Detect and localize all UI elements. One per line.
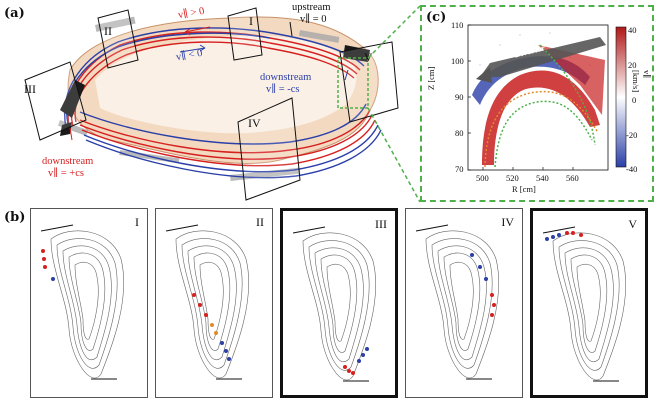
panel-num-II: II bbox=[256, 215, 264, 229]
panel-c-frame bbox=[420, 5, 654, 202]
downstream-left-title: downstream bbox=[42, 156, 94, 167]
x-axis-label: R [cm] bbox=[512, 184, 536, 194]
panel-a-label: (a) bbox=[4, 6, 25, 21]
section-label-IV: IV bbox=[248, 116, 261, 130]
poincare-panel-IV: IV bbox=[405, 208, 523, 398]
panel-num-I: I bbox=[135, 215, 139, 229]
y-axis-label: Z [cm] bbox=[426, 66, 436, 90]
cbar-tick-0: 0 bbox=[632, 95, 637, 105]
ytick-90: 90 bbox=[455, 92, 464, 102]
section-label-I: I bbox=[249, 14, 253, 28]
poincare-panel-I: I bbox=[30, 208, 148, 398]
ytick-70: 70 bbox=[455, 164, 464, 174]
panel-c-label: (c) bbox=[426, 10, 447, 25]
divertor-arrow bbox=[480, 37, 606, 77]
zoom-frame-source bbox=[337, 57, 369, 109]
xtick-540: 540 bbox=[536, 173, 549, 183]
cbar-tick-40: 40 bbox=[628, 25, 637, 35]
cbar-tick-m40: -40 bbox=[626, 164, 638, 174]
heatmap-plot bbox=[467, 24, 627, 171]
ytick-80: 80 bbox=[455, 128, 464, 138]
poincare-panel-II: II bbox=[155, 208, 273, 398]
upstream-title: upstream bbox=[292, 2, 331, 13]
section-label-II: II bbox=[104, 24, 112, 38]
downstream-right-value: v∥ = -cs bbox=[266, 84, 300, 95]
ytick-100: 100 bbox=[451, 56, 464, 66]
section-label-III: III bbox=[24, 82, 36, 96]
colorbar-label: v∥ [km/s] bbox=[631, 70, 652, 93]
positive-velocity-band bbox=[482, 70, 600, 165]
xtick-500: 500 bbox=[476, 173, 489, 183]
cbar-tick-m20: -20 bbox=[626, 130, 638, 140]
panel-num-III: III bbox=[375, 217, 387, 231]
poincare-panel-V: V bbox=[530, 208, 648, 398]
upstream-value: v∥ = 0 bbox=[300, 14, 327, 25]
colorbar bbox=[615, 26, 627, 168]
downstream-right-title: downstream bbox=[260, 72, 312, 83]
panel-num-V: V bbox=[628, 217, 637, 231]
panel-num-IV: IV bbox=[501, 215, 514, 229]
xtick-560: 560 bbox=[566, 173, 579, 183]
field-lines-red bbox=[67, 31, 376, 167]
downstream-left-value: v∥ = +cs bbox=[48, 168, 84, 179]
ytick-110: 110 bbox=[451, 20, 464, 30]
xtick-520: 520 bbox=[506, 173, 519, 183]
stellarator-3d-figure bbox=[24, 7, 399, 201]
panel-b-label: (b) bbox=[4, 210, 26, 225]
cbar-tick-20: 20 bbox=[628, 60, 637, 70]
flow-arrows bbox=[69, 21, 349, 141]
section-planes bbox=[24, 7, 399, 201]
zoom-connectors bbox=[367, 5, 421, 203]
poincare-panel-III: III bbox=[280, 208, 398, 398]
